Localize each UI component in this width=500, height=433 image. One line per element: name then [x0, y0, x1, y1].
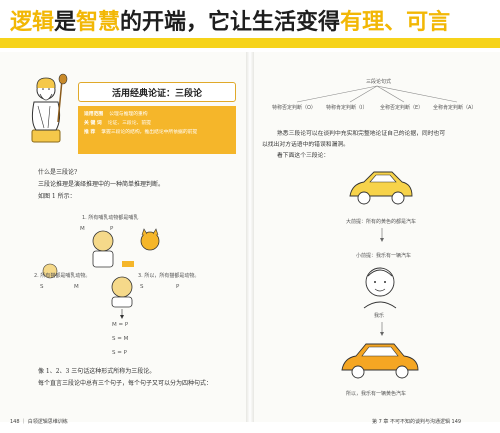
premise-1-term-m: M: [80, 226, 85, 232]
banner-title-part1: 逻辑: [10, 10, 55, 35]
premise-1-term-p: P: [110, 226, 114, 232]
info-row-value: 论证、三段论、前提: [107, 121, 151, 126]
tree-leaf: 全称否定判断（E）: [380, 105, 424, 111]
info-row-label: 推 荐: [84, 130, 96, 135]
banner-title-part2: 是: [54, 10, 77, 35]
premise-2-term-s: S: [40, 284, 44, 290]
info-row-value: 掌握三段论的结构，推出结论中所依据的前提: [101, 130, 198, 135]
info-row: 推 荐掌握三段论的结构，推出结论中所依据的前提: [84, 128, 230, 137]
arrow-down-icon: [380, 322, 384, 336]
syllogism-type-tree: [296, 85, 458, 103]
orange-car-illustration: [341, 343, 419, 379]
paragraph-line: 熟悉三段论可以在谈判中充实和完整地论证自己的论据，同时也可: [277, 131, 446, 137]
right-page-footer: 第 7 章 不可不知的谈判与沟通逻辑 149: [372, 419, 462, 425]
banner: 逻辑是智慧的开端，它让生活变得有理、可言: [0, 0, 500, 36]
banner-title-part4: 的开端，它让生活变得: [120, 10, 341, 35]
banner-title-part5: 有理、可言: [340, 10, 451, 35]
paragraph-line: 每个直言三段论中总有三个句子，每个句子又可以分为四种句式：: [38, 380, 213, 387]
person-caption: 我乐: [374, 313, 385, 319]
paragraph-line: 看下面这个三段论：: [277, 153, 330, 159]
tree-leaf: 全称肯定判断（A）: [433, 105, 477, 111]
tree-leaf: 特称肯定判断（I）: [326, 105, 368, 111]
tree-leaf: 特称否定判断（O）: [272, 105, 316, 111]
paragraph-line: 以找出对方话语中的错误和漏洞。: [262, 142, 349, 148]
philosopher-statue-illustration: [31, 73, 68, 143]
conclusion-caption: 所以，我乐有一辆黄色汽车: [346, 391, 407, 397]
banner-underline: [0, 38, 500, 48]
formula-line: S = P: [112, 350, 127, 356]
tree-root: 三段论句式: [366, 79, 392, 85]
banner-title-part3: 智慧: [76, 10, 121, 35]
formula-line: M = P: [112, 322, 129, 328]
paragraph-line: 像 1、2、3 三句话这种形式所称为三段论。: [38, 368, 156, 375]
arrow-down-icon: [380, 228, 384, 242]
info-row: 关 键 词论证、三段论、前提: [84, 119, 230, 128]
info-row-label: 适用范围: [84, 112, 104, 117]
yellow-car-illustration: [349, 171, 413, 205]
cat-figure: [140, 228, 160, 251]
syllogism-diagram: [42, 228, 160, 319]
info-row: 适用范围公理与推理的重构: [84, 110, 230, 119]
paragraph-line: 什么是三段论?: [38, 169, 78, 176]
banner-title: 逻辑是智慧的开端，它让生活变得有理、可言: [10, 4, 450, 36]
minor-premise-caption: 小前提：我乐有一辆汽车: [356, 253, 412, 259]
section-title: 活用经典论证：三段论: [78, 82, 236, 102]
premise-2-label: 2. 所有猫都是哺乳动物。: [34, 273, 91, 279]
bottom-person-figure: [111, 276, 133, 308]
premise-3-label: 3. 所以，所有猫都是动物。: [138, 273, 200, 279]
premise-3-term-p: P: [176, 284, 180, 290]
paragraph-line: 三段论推理是演绎推理中的一种简单推理判断。: [38, 181, 165, 188]
person-illustration: [363, 267, 397, 309]
premise-3-term-s: S: [140, 284, 144, 290]
major-premise-caption: 大前提：所有的黄色的都是汽车: [346, 219, 417, 225]
formula-line: S = M: [112, 336, 129, 342]
section-info-box: 适用范围公理与推理的重构 关 键 词论证、三段论、前提 推 荐掌握三段论的结构，…: [78, 106, 236, 154]
paragraph-line: 如图 1 所示：: [38, 193, 76, 200]
premise-1-label: 1. 所有哺乳动物都是哺乳: [82, 215, 139, 221]
book-gutter: [246, 52, 254, 422]
center-person-figure: [92, 230, 114, 268]
info-row-value: 公理与推理的重构: [109, 112, 148, 117]
premise-2-term-m: M: [74, 284, 79, 290]
left-figure: [42, 263, 58, 279]
info-row-label: 关 键 词: [84, 121, 102, 126]
left-page-footer: 148 ｜ 白领逻辑思维训练: [10, 419, 68, 425]
